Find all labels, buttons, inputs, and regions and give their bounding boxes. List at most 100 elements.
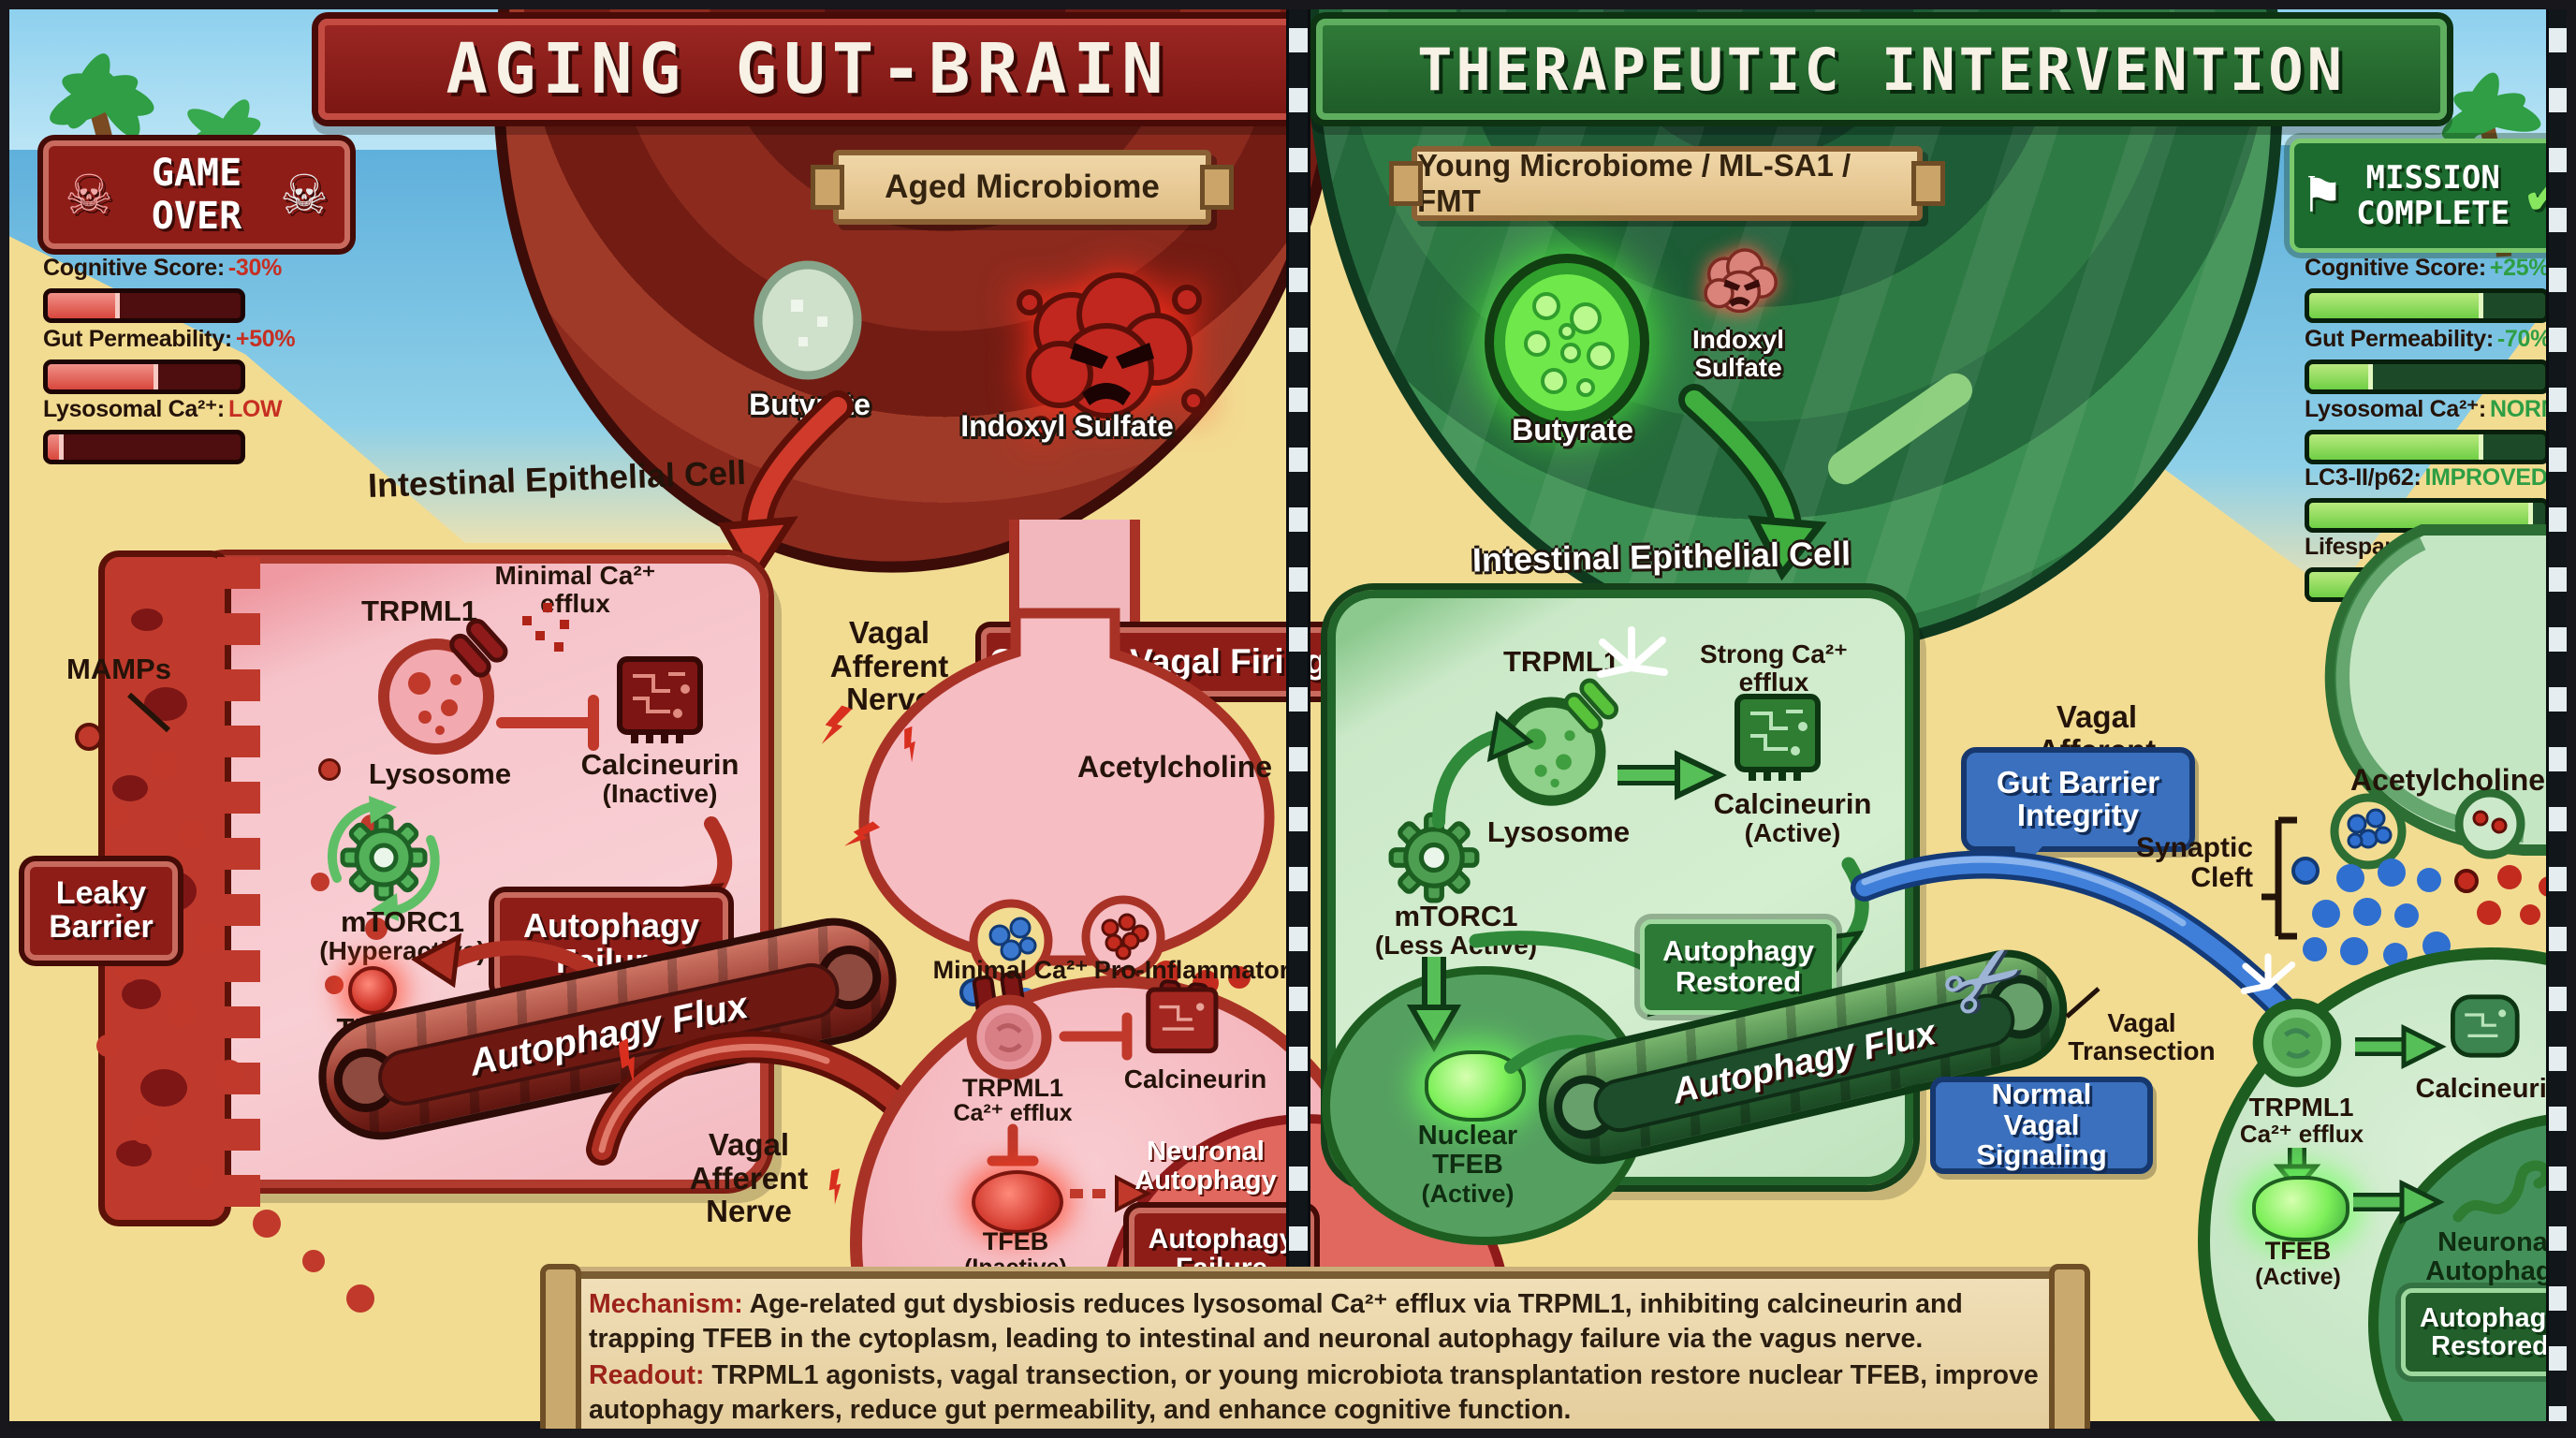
butyrate-label-right: Butyrate [1512,413,1633,447]
mechanism-paragraph: Mechanism: Age-related gut dysbiosis red… [564,1287,2066,1357]
stat-bar [2305,360,2550,394]
mamps-label: MAMPs [66,653,171,685]
left-title-banner: AGING GUT-BRAIN [318,19,1297,120]
ca-pixels-left [522,616,532,625]
stat-bar [43,360,245,394]
stat-value: -30% [227,255,283,281]
synaptic-cleft-bracket [2261,816,2297,940]
stat-cognitive-score-left: Cognitive Score:-30% [43,255,282,323]
pro-inflammatory-label-left: Pro-Inflammatory [1093,956,1304,984]
dashed-arrow-tfeb-to-autophagy [1070,1174,1152,1213]
trpml1-lysosome-icon-neuron-left [966,994,1052,1080]
arrow-failure-to-tfebp [411,932,605,989]
autophagosome-worm-icon [2452,1160,2552,1223]
calcineurin-label-neuron-left: Calcineurin [1123,1064,1267,1093]
indoxyl-sulfate-icon [1017,272,1206,438]
strong-efflux-label: Strong Ca²⁺ efflux [1700,639,1848,697]
tfeb-label-neuron-right: TFEB (Active) [2237,1237,2359,1290]
right-title-banner: THERAPEUTIC INTERVENTION [1316,19,2447,120]
leaky-barrier-label: Leaky Barrier [49,875,154,945]
acetylcholine-label-left: Acetylcholine [1076,750,1273,784]
minimal-efflux-label: Minimal Ca²⁺ efflux [494,561,656,619]
right-title: THERAPEUTIC INTERVENTION [1417,35,2346,104]
synaptic-cleft-label: Synaptic Cleft [2135,832,2253,894]
stat-value: IMPROVED [2424,464,2548,491]
inhibition-tbar-lysosome-calcineurin [496,695,599,751]
indoxyl-sulfate-faded-icon [1704,248,1778,314]
ca-spark-burst-neuron-right [2240,953,2296,994]
gut-barrier-integrity-label: Gut Barrier Integrity [1996,765,2160,832]
calcineurin-chip-icon-right [1734,694,1821,781]
game-over-label: GAME OVER [151,152,242,238]
autophagy-restored-badge-neuron: Autophagy Restored [2401,1288,2567,1376]
autophagy-restored-label: Autophagy Restored [1662,934,1814,998]
synapse-bulb-right [2324,524,2567,870]
stat-label: Gut Permeability: [2305,326,2494,352]
calcineurin-name-right: Calcineurin [1713,787,1872,820]
stat-label: Cognitive Score: [2305,255,2486,281]
transection-pointer-line [2065,987,2100,1019]
skull-icon: ☠ [65,163,113,227]
neuronal-autophagy-label-right: Neuronal Autophagy [2425,1227,2568,1287]
palm-tree-icon [50,53,154,248]
stat-lysosomal-ca-right: Lysosomal Ca²⁺:NORMAL [2305,395,2567,464]
arrow-mtorc1-to-lysosome [1432,711,1534,829]
calcineurin-label-left: Calcineurin (Inactive) [566,749,754,809]
acetylcholine-dots-blue-right [2291,857,2320,885]
trpml1-label-neuron-right: TRPML1 [2248,1093,2354,1122]
young-microbiome-label: Young Microbiome / ML-SA1 / FMT [1417,148,1852,218]
autophagy-restored-label-neuron: Autophagy Restored [2420,1302,2562,1361]
stat-cognitive-score-right: Cognitive Score:+25% [2305,255,2550,323]
stat-lc3-p62: LC3-II/p62:IMPROVED [2305,464,2550,533]
arrow-tfeb-to-autophagy-right [2353,1179,2445,1225]
stat-value: LOW [227,396,283,422]
readout-text: TRPML1 agonists, vagal transection, or y… [589,1360,2039,1426]
nuclear-tfeb-name: Nuclear TFEB [1417,1121,1518,1181]
mamps-dots [75,723,103,751]
calcineurin-chip-icon-left [617,656,703,743]
stat-label: Cognitive Score: [43,255,225,281]
readout-label: Readout: [589,1360,705,1390]
indoxyl-sulfate-label-right: Indoxyl Sulfate [1691,325,1784,383]
stat-label: Lysosomal Ca²⁺: [2305,396,2486,422]
normal-vagal-signaling-label: Normal Vagal Signaling [1976,1078,2107,1172]
stat-label: Gut Permeability: [43,326,232,352]
dots-red-right [2454,869,2479,893]
lysosome-label-left: Lysosome [368,757,512,790]
stat-label: LC3-II/p62: [2305,464,2422,491]
nuclear-tfeb-state: (Active) [1421,1179,1515,1208]
butyrate-faded-icon [754,260,862,380]
lysosome-icon-right [1497,678,1619,806]
ca-efflux-label-neuron-left: Ca²⁺ efflux [953,1100,1073,1126]
aged-microbiome-banner: Aged Microbiome [811,150,1234,225]
game-over-badge: ☠ GAME OVER ☠ [43,140,350,249]
mission-complete-badge: ⚑ MISSION COMPLETE ✔ [2290,139,2567,253]
stat-bar [43,288,245,323]
stat-bar [2305,430,2550,464]
mamps-pointer-line [126,692,171,733]
lysosome-label-right: Lysosome [1486,815,1631,848]
butyrate-bright-icon [1485,254,1649,432]
tfeb-name: TFEB [982,1227,1049,1255]
arrow-lysosome-to-calcineurin [1617,750,1727,800]
tfeb-p-inactive-icon [348,966,397,1015]
mtorc1-name: mTORC1 [340,905,465,938]
tfeb-name-right: TFEB [2264,1237,2332,1265]
trpml1-label-left-cell: TRPML1 [361,594,477,627]
stat-bar [43,430,245,464]
vagal-afferent-nerve-label-bottom: Vagal Afferent Nerve [689,1127,809,1229]
arrow-young-microbiome-to-cell [1678,384,1827,581]
readout-paragraph: Readout: TRPML1 agonists, vagal transect… [564,1358,2066,1428]
calcineurin-state-right: (Active) [1744,818,1841,848]
acetylcholine-label-right: Acetylcholine [2349,763,2546,797]
stat-bar [2305,498,2550,533]
mtorc1-gear-icon-right [1388,812,1480,903]
arrow-aged-microbiome-to-cell [717,390,854,586]
mechanism-text: Age-related gut dysbiosis reduces lysoso… [589,1288,1963,1354]
recycle-arrows-icon-left [327,796,440,921]
inhibition-tbar-neuron-left [1059,1012,1133,1061]
mtorc1-gear-icon-left [340,814,428,902]
nuclear-tfeb-label: Nuclear TFEB (Active) [1383,1121,1552,1208]
leaky-barrier-badge: Leaky Barrier [24,861,178,961]
